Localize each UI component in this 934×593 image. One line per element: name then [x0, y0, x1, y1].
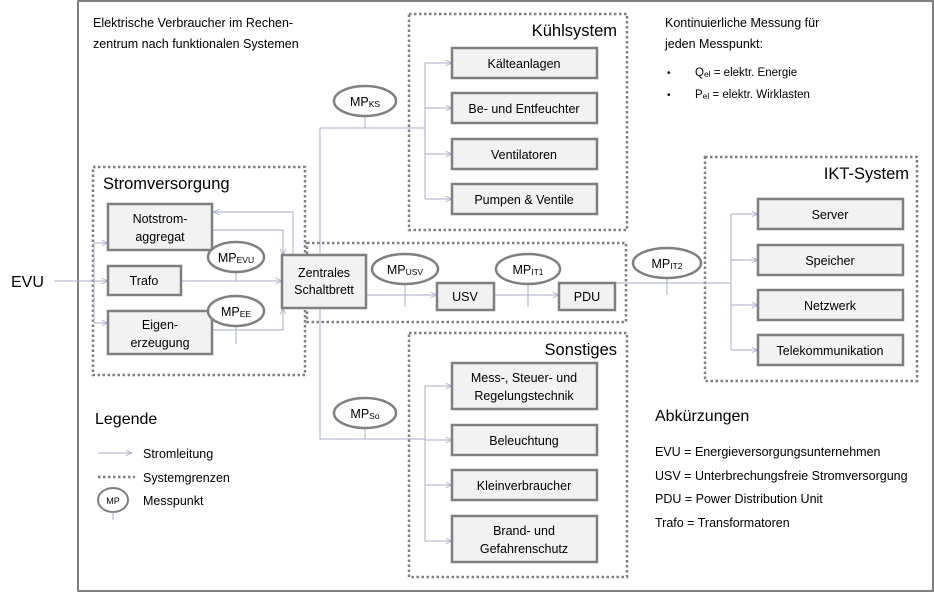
- line-notstrom-zentral: [212, 229, 283, 255]
- svg-text:Schaltbrett: Schaltbrett: [294, 283, 354, 297]
- svg-text:Kälteanlagen: Kälteanlagen: [488, 57, 561, 71]
- svg-text:MPSo: MPSo: [350, 407, 379, 421]
- svg-text:MPIT2: MPIT2: [651, 257, 682, 271]
- mp-usv: MPUSV: [370, 252, 440, 286]
- box-kleinverbraucher: Kleinverbraucher: [450, 468, 599, 502]
- svg-text:erzeugung: erzeugung: [130, 336, 189, 350]
- svg-text:MPEE: MPEE: [221, 305, 251, 319]
- svg-text:Pumpen & Ventile: Pumpen & Ventile: [474, 193, 573, 207]
- measure-item-qel: Qel = elektr. Energie: [695, 67, 797, 79]
- box-netzwerk: Netzwerk: [756, 288, 905, 322]
- abbr-usv: USV = Unterbrechungsfreie Stromversorgun…: [655, 469, 908, 483]
- box-pdu: PDU: [557, 281, 617, 312]
- box-pumpen-ventile: Pumpen & Ventile: [450, 182, 599, 216]
- svg-text:Trafo: Trafo: [130, 274, 159, 288]
- svg-text:MP: MP: [106, 496, 120, 506]
- legend-line-label: Stromleitung: [143, 447, 213, 461]
- svg-text:Brand- und: Brand- und: [493, 524, 555, 538]
- box-notstrom: Notstrom- aggregat: [106, 202, 214, 252]
- svg-text:PDU: PDU: [574, 290, 600, 304]
- line-zentral-notstrom: [213, 212, 294, 255]
- svg-text:Eigen-: Eigen-: [142, 318, 178, 332]
- boundary-sonstiges: [407, 331, 629, 579]
- svg-text:Ventilatoren: Ventilatoren: [491, 148, 557, 162]
- svg-text:Speicher: Speicher: [805, 254, 854, 268]
- box-server: Server: [756, 197, 905, 231]
- legend-title: Legende: [95, 411, 157, 428]
- measure-title-1: Kontinuierliche Messung für: [665, 16, 819, 30]
- svg-text:Regelungstechnik: Regelungstechnik: [474, 389, 574, 403]
- group-title-stromversorgung: Stromversorgung: [103, 175, 230, 193]
- mp-it2: MPIT2: [631, 246, 703, 280]
- mp-evu: MPEVU: [206, 240, 266, 274]
- group-title-ikt-system: IKT-System: [824, 165, 909, 183]
- box-beleuchtung: Beleuchtung: [450, 423, 599, 457]
- svg-text:Beleuchtung: Beleuchtung: [489, 434, 559, 448]
- mp-ks: MPKS: [332, 84, 398, 118]
- svg-text:Server: Server: [812, 208, 849, 222]
- mp-so: MPSo: [332, 396, 398, 430]
- legend-mp-label: Messpunkt: [143, 494, 204, 508]
- box-ventilatoren: Ventilatoren: [450, 137, 599, 171]
- box-speicher: Speicher: [756, 243, 905, 277]
- svg-text:Notstrom-: Notstrom-: [133, 212, 188, 226]
- boundary-kuehlsystem: [407, 12, 629, 232]
- svg-text:MPUSV: MPUSV: [387, 263, 424, 277]
- abbr-evu: EVU = Energieversorgungsunternehmen: [655, 445, 881, 459]
- svg-text:Netzwerk: Netzwerk: [804, 299, 857, 313]
- box-msr-technik: Mess-, Steuer- und Regelungstechnik: [450, 361, 599, 411]
- svg-text:aggregat: aggregat: [135, 230, 185, 244]
- svg-text:MPIT1: MPIT1: [512, 263, 543, 277]
- box-trafo: Trafo: [106, 264, 183, 297]
- mp-it1: MPIT1: [494, 252, 562, 286]
- box-kaelteanlagen: Kälteanlagen: [450, 46, 599, 80]
- measure-bullet-2: •: [667, 90, 671, 101]
- svg-text:MPKS: MPKS: [350, 95, 380, 109]
- svg-text:Be- und Entfeuchter: Be- und Entfeuchter: [468, 102, 579, 116]
- intro-line-1: Elektrische Verbraucher im Rechen-: [93, 16, 293, 30]
- intro-line-2: zentrum nach funktionalen Systemen: [93, 37, 299, 51]
- outer-frame: [77, 0, 934, 592]
- legend-dash-label: Systemgrenzen: [143, 471, 230, 485]
- group-title-sonstiges: Sonstiges: [545, 341, 617, 359]
- box-be-entfeuchter: Be- und Entfeuchter: [450, 91, 599, 125]
- boundary-ikt-system: [703, 155, 919, 383]
- abbr-pdu: PDU = Power Distribution Unit: [655, 492, 823, 506]
- box-zentrales-schaltbrett: Zentrales Schaltbrett: [280, 253, 368, 310]
- abbr-title: Abkürzungen: [655, 408, 749, 425]
- box-telekommunikation: Telekommunikation: [756, 333, 905, 367]
- measure-item-pel: Pel = elektr. Wirklasten: [695, 89, 810, 101]
- svg-text:Gefahrenschutz: Gefahrenschutz: [480, 542, 568, 556]
- abbr-trafo: Trafo = Transformatoren: [655, 516, 790, 530]
- legend-mp-icon: MP: [97, 487, 129, 520]
- svg-text:Telekommunikation: Telekommunikation: [777, 344, 884, 358]
- measure-bullet-1: •: [667, 68, 671, 79]
- box-usv: USV: [435, 281, 496, 312]
- line-zentral-sonst: [319, 308, 425, 440]
- line-zentral-kuehl: [319, 127, 425, 255]
- svg-text:USV: USV: [452, 290, 478, 304]
- svg-text:Mess-, Steuer- und: Mess-, Steuer- und: [471, 371, 577, 385]
- box-brand-gefahrenschutz: Brand- und Gefahrenschutz: [450, 514, 599, 564]
- svg-text:Zentrales: Zentrales: [298, 266, 350, 280]
- evu-label: EVU: [11, 274, 44, 291]
- box-eigenerzeugung: Eigen- erzeugung: [106, 309, 214, 356]
- measure-title-2: jeden Messpunkt:: [664, 37, 763, 51]
- mp-ee: MPEE: [206, 294, 266, 328]
- svg-text:MPEVU: MPEVU: [218, 251, 254, 265]
- svg-text:Kleinverbraucher: Kleinverbraucher: [477, 479, 572, 493]
- group-title-kuehlsystem: Kühlsystem: [532, 22, 617, 40]
